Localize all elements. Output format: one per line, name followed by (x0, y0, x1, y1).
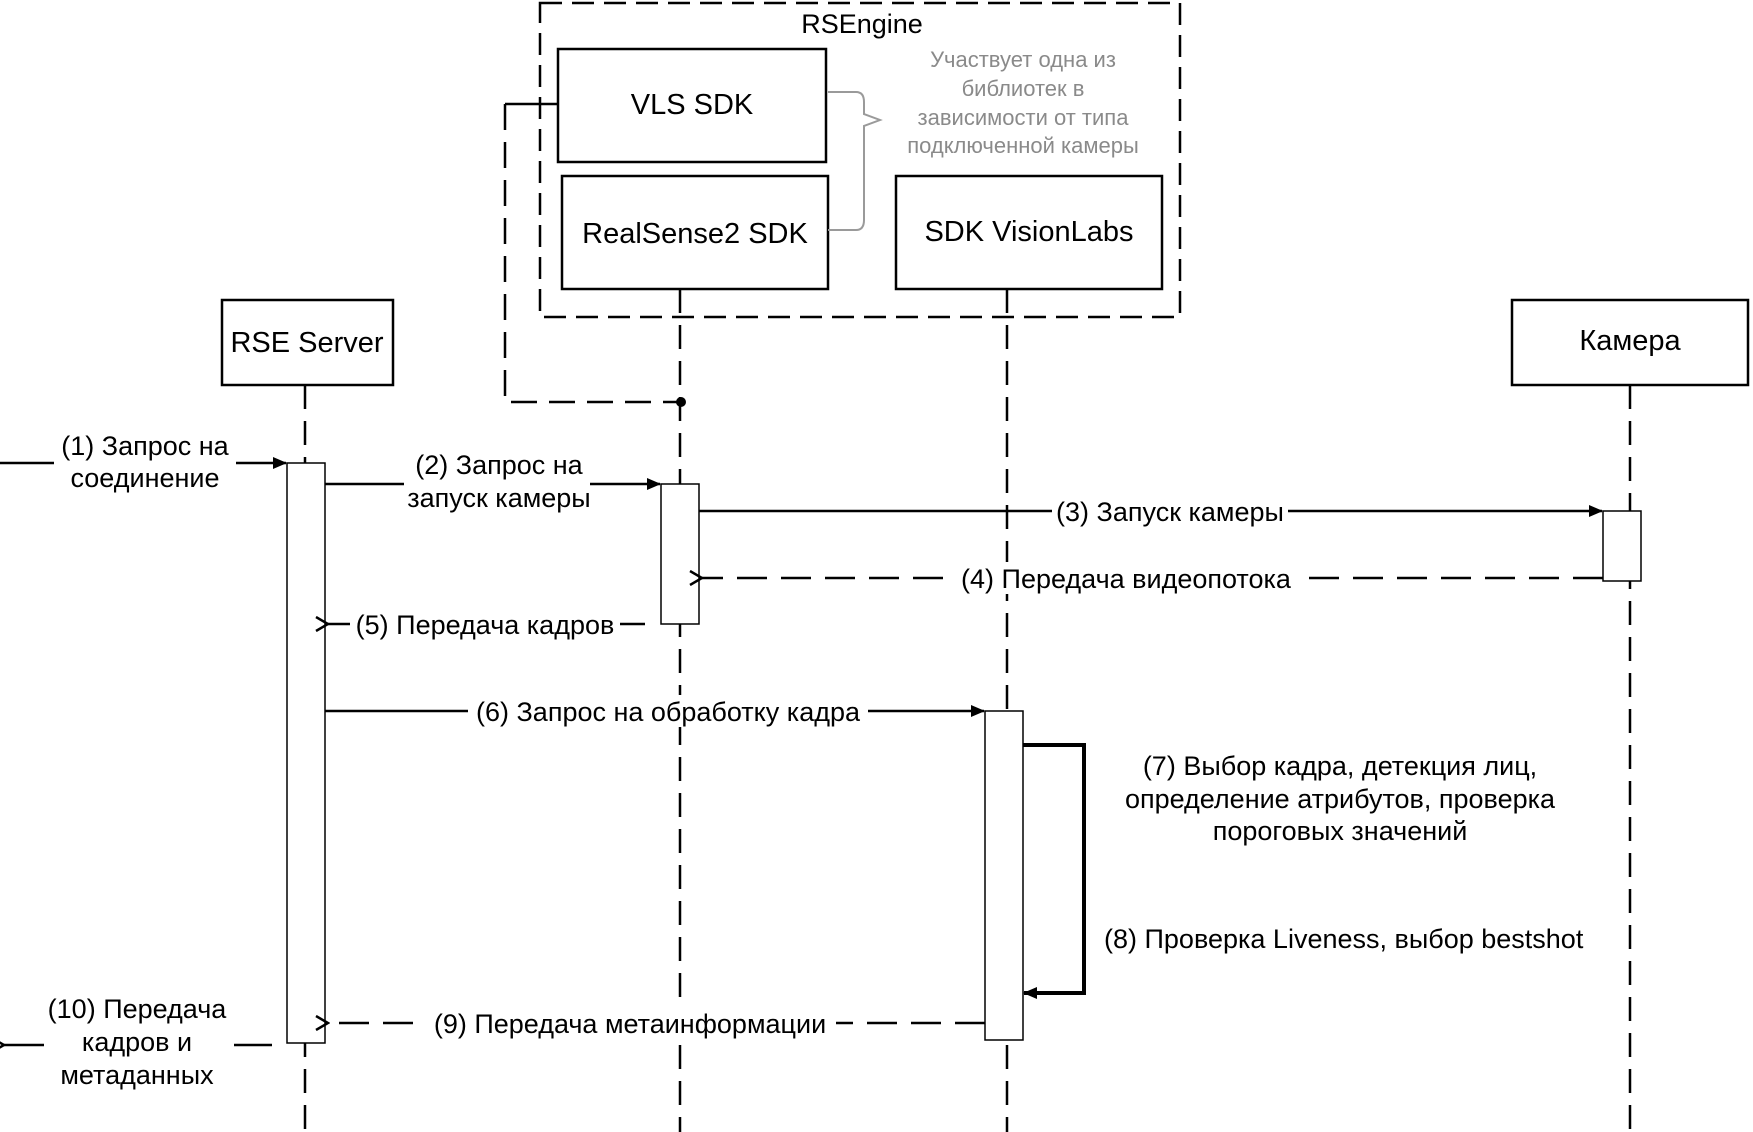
msg-7-label-line3: пороговых значений (1213, 816, 1468, 846)
note-line-2: библиотек в (962, 76, 1085, 101)
rsengine-group-frame (538, 1, 1182, 319)
msg-7-label-line2: определение атрибутов, проверка (1125, 784, 1556, 814)
note-line-3: зависимости от типа (918, 105, 1130, 130)
msg-6-label: (6) Запрос на обработку кадра (476, 697, 861, 727)
vls-connector-dashed (503, 104, 680, 404)
realsense-sdk-label: RealSense2 SDK (582, 218, 808, 250)
realsense-sdk-box (560, 174, 830, 291)
msg-10-label-line3: метаданных (60, 1060, 214, 1090)
vls-sdk-box (556, 47, 828, 164)
rsengine-group-title: RSEngine (801, 9, 923, 39)
rse-server-label: RSE Server (230, 327, 383, 359)
rse-server-activation (286, 462, 326, 1044)
msg-1-label-line2: соединение (70, 463, 219, 493)
realsense-activation (660, 483, 700, 625)
msg-8-label: (8) Проверка Liveness, выбор bestshot (1104, 924, 1584, 954)
self-call-loop (1023, 743, 1086, 999)
msg-3-label: (3) Запуск камеры (1056, 497, 1284, 527)
visionlabs-activation (984, 710, 1024, 1041)
msg-5-label: (5) Передача кадров (356, 610, 615, 640)
note-brace (828, 91, 883, 231)
msg-1-label-line1: (1) Запрос на (61, 431, 229, 461)
sdk-visionlabs-label: SDK VisionLabs (924, 216, 1133, 248)
sdk-visionlabs-box (894, 174, 1164, 291)
msg-2-label-line2: запуск камеры (407, 483, 590, 513)
vls-sdk-label: VLS SDK (631, 89, 754, 121)
msg-4-label: (4) Передача видеопотока (961, 564, 1292, 594)
msg-10-label-line1: (10) Передача (48, 994, 228, 1024)
msg-7-label-line1: (7) Выбор кадра, детекция лиц, (1143, 751, 1537, 781)
msg-2-label-line1: (2) Запрос на (415, 450, 583, 480)
msg-9-label: (9) Передача метаинформации (434, 1009, 826, 1039)
note-line-4: подключенной камеры (907, 133, 1139, 158)
note-line-1: Участвует одна из (930, 47, 1116, 72)
camera-label: Камера (1579, 325, 1681, 357)
msg-10-label-line2: кадров и (82, 1027, 192, 1057)
camera-activation (1602, 510, 1642, 582)
rse-server-box (220, 298, 395, 387)
